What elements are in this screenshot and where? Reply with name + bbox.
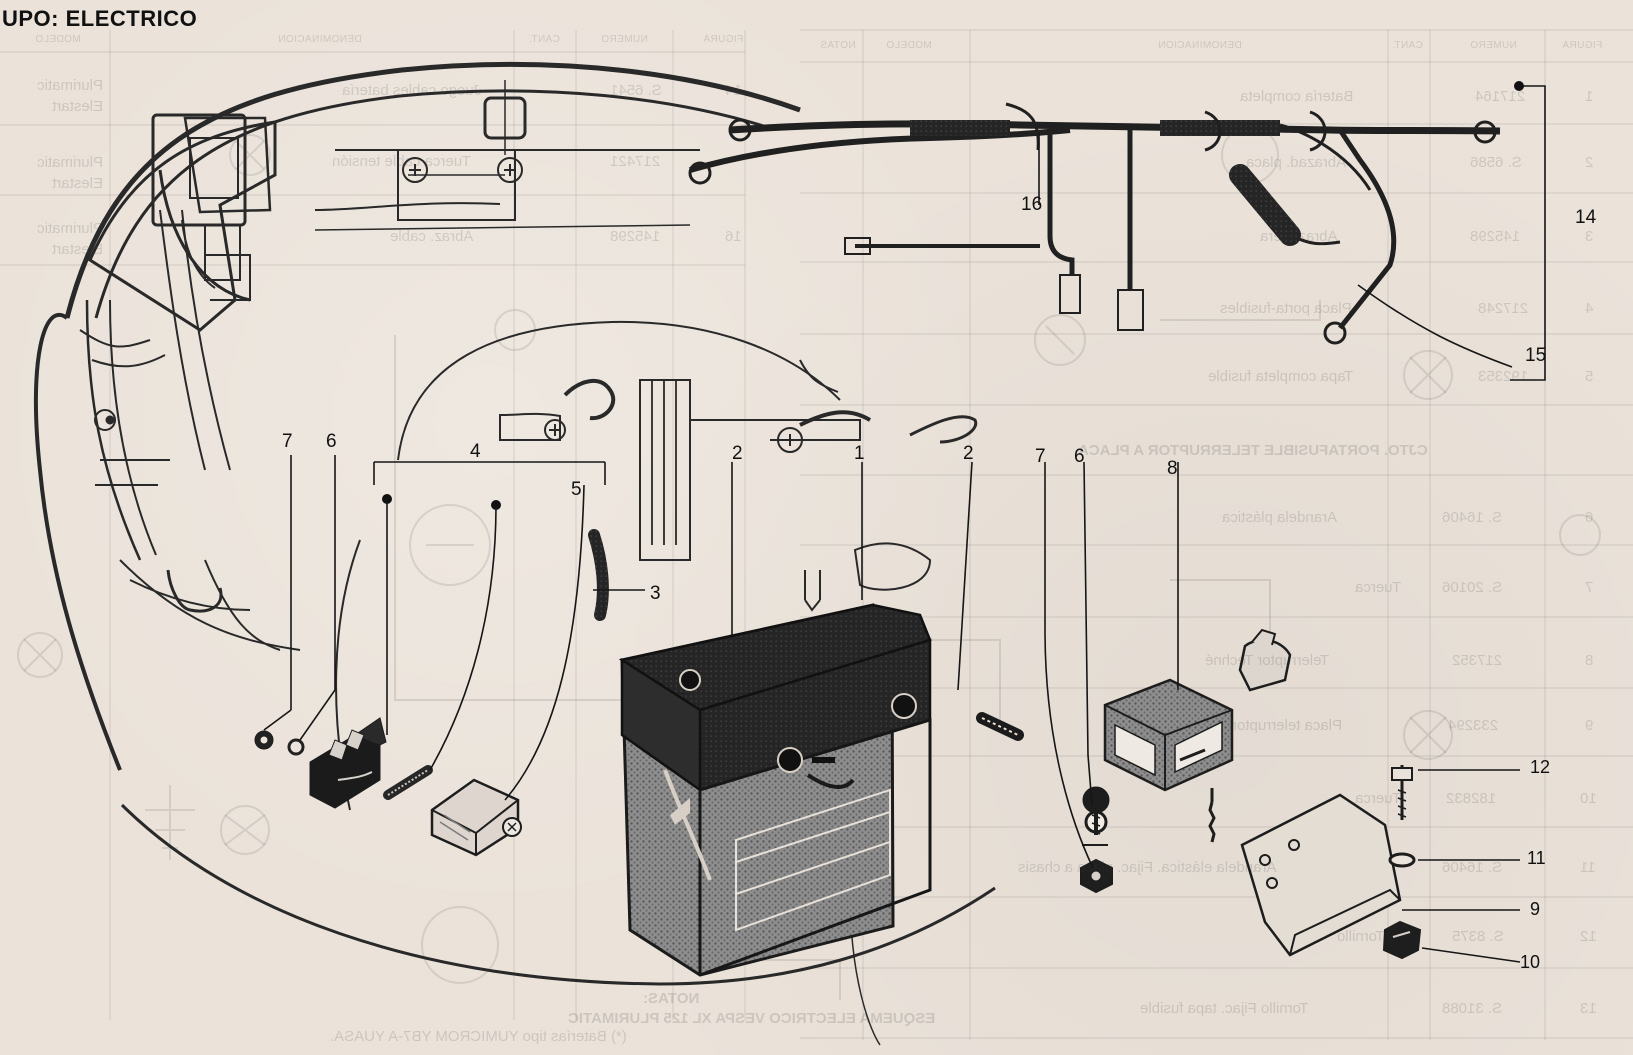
callout-8: 8 <box>1167 458 1178 479</box>
ghost-bottom-footnote: (*) Baterías tipo YUMICROM YB7-A YUASA. <box>330 1028 627 1045</box>
ghost-right-row4-desc: Placa porta-fusibles <box>1220 300 1352 317</box>
ghost-right-row1-desc: Batería completa <box>1240 88 1354 105</box>
callout-9: 9 <box>1530 899 1541 919</box>
ghost-left-row15-num: 217421 <box>610 153 661 170</box>
ghost-left-cant-header: CANT. <box>529 34 560 45</box>
ghost-left-model-row3: Plurimatic Elestart <box>37 220 103 258</box>
ghost-right-row3-fig: 3 <box>1585 228 1594 245</box>
callout-14: 14 <box>1575 207 1597 228</box>
ghost-right-row7-num: S. 20106 <box>1442 579 1503 596</box>
callout-3: 3 <box>650 583 661 604</box>
page-title: UPO: ELECTRICO <box>2 6 198 31</box>
ghost-schematic <box>17 126 1601 1000</box>
ghost-right-modelo-header: MODELO <box>886 40 932 51</box>
ghost-right-row10-desc: Tuerca <box>1355 790 1402 807</box>
ghost-left-model-row2: Plurimatic Elestart <box>37 154 103 192</box>
ghost-left-row15-desc: Tuerca cable tensión <box>332 153 471 170</box>
ghost-right-row3-num: 145298 <box>1470 228 1521 245</box>
callout-4: 4 <box>470 441 481 462</box>
ghost-left-row16-fig: 16 <box>725 228 742 245</box>
ghost-right-group-title: CJTO. PORTAFUSIBLE TELERRUPTOR A PLACA <box>1078 442 1428 459</box>
ghost-right-row3-desc: Abrazadera <box>1260 228 1338 245</box>
ghost-bottom-scheme: ESQUEMA ELECTRICO VESPA XL 125 PLURIMATI… <box>568 1010 936 1027</box>
ghost-right-row12-num: S. 8375 <box>1452 928 1504 945</box>
ghost-right-row8-num: 217352 <box>1452 652 1503 669</box>
relay-assembly <box>1080 628 1422 960</box>
ghost-right-row9-fig: 9 <box>1585 717 1594 734</box>
ghost-right-figura-header: FIGURA <box>1562 40 1603 51</box>
fuse-holder-group <box>254 529 609 857</box>
ghost-right-row2-num: S. 6586 <box>1470 154 1522 171</box>
ghost-left-numero-header: NUMERO <box>601 34 648 45</box>
ghost-right-row6-fig: 6 <box>1585 509 1594 526</box>
ghost-right-row6-num: S. 16406 <box>1442 509 1503 526</box>
ghost-right-row2-desc: Abrazad. placa <box>1246 154 1347 171</box>
ghost-right-numero-header: NUMERO <box>1470 40 1517 51</box>
ghost-right-row5-num: 192353 <box>1478 368 1529 385</box>
ghost-right-row6-desc: Arandela plástica <box>1222 509 1338 526</box>
ghost-left-row16-desc: Abraz. cable <box>390 228 474 245</box>
ghost-right-row2-fig: 2 <box>1585 154 1594 171</box>
callout-10: 10 <box>1520 952 1541 972</box>
ghost-left-modelo-header: MODELO <box>35 34 81 45</box>
callout-6-right: 6 <box>1074 446 1085 467</box>
ghost-right-row4-fig: 4 <box>1585 300 1594 317</box>
ghost-left-row14-num: S. 6541 <box>610 82 662 99</box>
callout-16: 16 <box>1021 194 1043 215</box>
ghost-bottom-notes-title: NOTAS: <box>643 990 700 1007</box>
ghost-left-denominacion-header: DENOMINACION <box>278 34 362 45</box>
ghost-right-row13-num: S. 31088 <box>1442 1000 1503 1017</box>
callout-5: 5 <box>571 479 582 500</box>
leader-point-14 <box>1514 81 1524 91</box>
leader-lines <box>263 85 1546 963</box>
callout-7-right: 7 <box>1035 446 1046 467</box>
ghost-right-row10-fig: 10 <box>1580 790 1597 807</box>
ghost-right-denominacion-header: DENOMINACION <box>1158 40 1242 51</box>
ghost-right-row1-num: 217164 <box>1475 88 1526 105</box>
callout-15: 15 <box>1525 345 1547 366</box>
callout-11: 11 <box>1527 848 1546 868</box>
ghost-right-row11-fig: 11 <box>1580 859 1596 876</box>
callout-7-left: 7 <box>282 431 293 452</box>
ghost-right-row7-desc: Tuerca <box>1355 579 1402 596</box>
ghost-left-row14-desc: Juego cables batería <box>342 82 482 99</box>
ghost-right-notas-header: NOTAS <box>820 40 856 51</box>
ghost-left-model-row1: Plurimatic Elestart <box>37 77 103 115</box>
ghost-right-row11-num: S. 16406 <box>1442 859 1503 876</box>
ghost-right-row11-desc: Arandela elástica. Fijac. placa a chasis <box>1018 859 1277 876</box>
callout-2-left: 2 <box>732 443 743 464</box>
ghost-right-row9-desc: Placa telerruptor <box>1232 717 1343 734</box>
wiring-harness <box>688 102 1501 345</box>
ghost-right-row8-fig: 8 <box>1585 652 1594 669</box>
ghost-right-row12-fig: 12 <box>1580 928 1597 945</box>
ghost-left-row16-num: 145298 <box>610 228 661 245</box>
vespa-body-drawing <box>33 61 996 1046</box>
ghost-right-row5-fig: 5 <box>1585 368 1594 385</box>
ghost-right-row10-num: 182832 <box>1446 790 1497 807</box>
callout-2-right: 2 <box>963 443 974 464</box>
ghost-right-cant-header: CANT. <box>1392 40 1423 51</box>
ghost-left-row14-fig: 14 <box>725 82 742 99</box>
ghost-left-figura-header: FIGURA <box>703 34 744 45</box>
ghost-right-row1-fig: 1 <box>1585 88 1594 105</box>
ghost-right-row12-desc: Tornillo <box>1337 928 1385 945</box>
ghost-right-row4-num: 217248 <box>1478 300 1529 317</box>
ghost-right-row7-fig: 7 <box>1585 579 1594 596</box>
ghost-right-row9-num: 233294 <box>1448 717 1499 734</box>
callout-6-left: 6 <box>326 431 337 452</box>
battery-assembly <box>618 603 1024 977</box>
ghost-right-row5-desc: Tapa completa fusible <box>1208 368 1354 385</box>
callout-12: 12 <box>1530 757 1551 777</box>
ghost-right-row13-desc: Tornillo Fijac. tapa fusible <box>1140 1000 1309 1017</box>
ghost-right-row13-fig: 13 <box>1580 1000 1597 1017</box>
callout-1: 1 <box>854 443 865 464</box>
ghost-right-row8-desc: Telerruptor Techné <box>1205 652 1329 669</box>
